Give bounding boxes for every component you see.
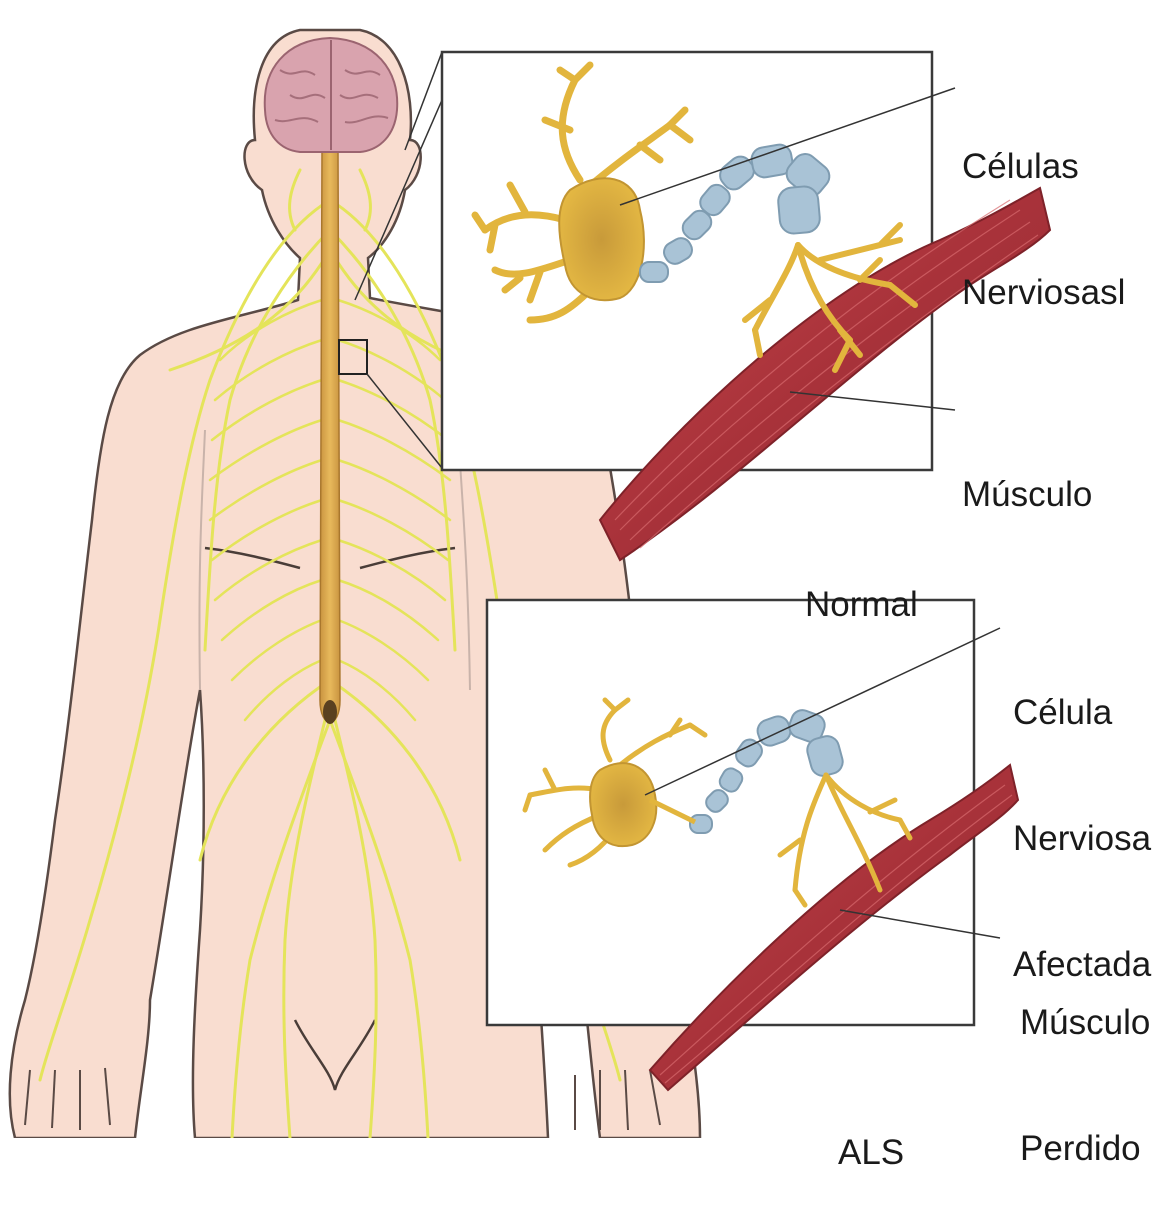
label-lost-muscle-line1: Músculo bbox=[1020, 1002, 1150, 1044]
caption-als-text: ALS bbox=[838, 1132, 904, 1174]
cauda-equina bbox=[323, 700, 337, 724]
normal-inset bbox=[442, 52, 932, 470]
label-muscle: Músculo bbox=[962, 390, 1092, 558]
label-nerve-cells-line1: Células bbox=[962, 146, 1125, 188]
label-nerve-cells: Células Nerviosasl bbox=[962, 62, 1125, 356]
label-lost-muscle: Músculo Perdido bbox=[1020, 918, 1150, 1212]
brain bbox=[265, 38, 398, 152]
spinal-cord bbox=[320, 150, 340, 722]
caption-normal: Normal bbox=[805, 500, 918, 668]
caption-normal-text: Normal bbox=[805, 584, 918, 626]
caption-als: ALS bbox=[838, 1048, 904, 1216]
label-lost-muscle-line2: Perdido bbox=[1020, 1128, 1150, 1170]
label-nerve-cells-line2: Nerviosasl bbox=[962, 272, 1125, 314]
label-affected-cell-line1: Célula bbox=[1013, 692, 1151, 734]
label-affected-cell-line2: Nerviosa bbox=[1013, 818, 1151, 860]
label-muscle-text: Músculo bbox=[962, 474, 1092, 516]
